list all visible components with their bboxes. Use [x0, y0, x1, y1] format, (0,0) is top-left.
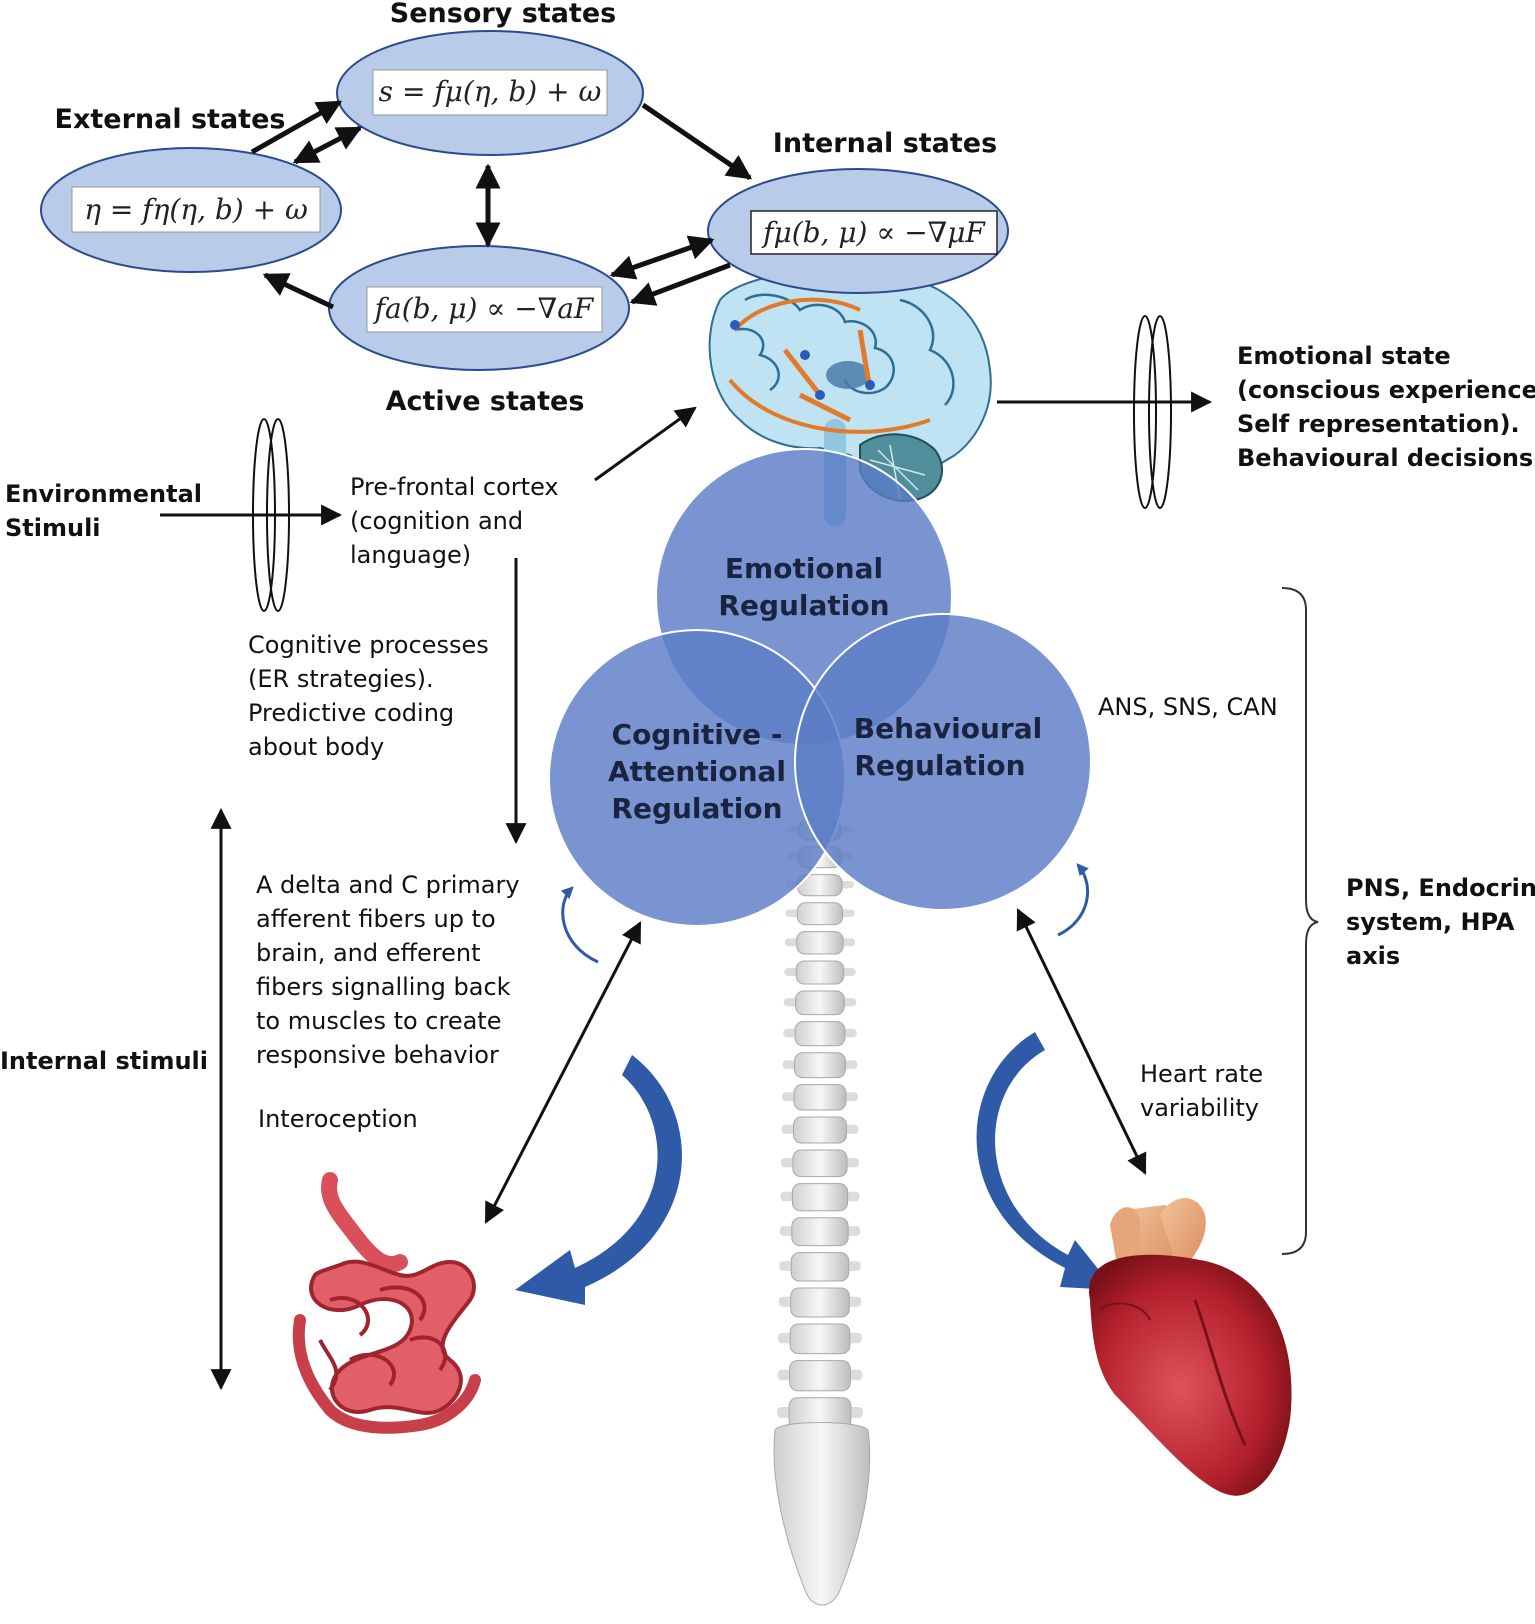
- intestine-illustration: [292, 1172, 481, 1434]
- svg-text:Regulation: Regulation: [611, 792, 782, 825]
- svg-text:Environmental: Environmental: [5, 480, 202, 508]
- cognitive-processes-label: Cognitive processes (ER strategies). Pre…: [248, 631, 489, 761]
- behavioural-regulation-circle: [794, 613, 1092, 911]
- svg-text:Cognitive processes: Cognitive processes: [248, 631, 489, 659]
- sacrum: [773, 1422, 871, 1606]
- interoception-label: Interoception: [258, 1105, 418, 1133]
- heart-rate-variability-label: Heart rate variability: [1140, 1060, 1263, 1122]
- active-formula: fa(b, μ) ∝ −∇aF: [373, 292, 595, 325]
- vertebra: [794, 1052, 846, 1079]
- svg-text:Cognitive -: Cognitive -: [612, 718, 783, 751]
- prefrontal-to-brain-arrow: [594, 406, 697, 482]
- cognitive-regulation-label: Cognitive - Attentional Regulation: [608, 718, 786, 825]
- svg-text:fibers signalling back: fibers signalling back: [256, 973, 511, 1001]
- svg-text:Stimuli: Stimuli: [5, 514, 101, 542]
- heart-brain-double-arrow: [1016, 908, 1147, 1175]
- svg-text:A delta and C primary: A delta and C primary: [256, 871, 520, 899]
- vertebra: [789, 1360, 851, 1392]
- vertebra: [796, 902, 844, 926]
- vertebra: [791, 1217, 849, 1247]
- left-filter-symbol: [252, 418, 290, 612]
- svg-text:(ER strategies).: (ER strategies).: [248, 665, 434, 693]
- sensory-to-internal-arrow: [641, 102, 753, 181]
- afferent-fibers-label: A delta and C primary afferent fibers up…: [256, 871, 520, 1069]
- svg-text:(cognition and: (cognition and: [350, 507, 523, 535]
- sensory-states-node: s = fμ(η, b) + ω: [336, 30, 644, 156]
- svg-text:Emotional state: Emotional state: [1237, 342, 1451, 370]
- svg-text:responsive behavior: responsive behavior: [256, 1041, 499, 1069]
- heart-illustration: [1089, 1198, 1292, 1496]
- sensory-external-double-arrow: [292, 125, 363, 165]
- vertebra: [790, 1287, 850, 1318]
- systems-brace: [1281, 587, 1319, 1255]
- svg-text:about body: about body: [248, 733, 384, 761]
- spine-illustration: [773, 819, 871, 1606]
- emotional-state-label: Emotional state (conscious experience Se…: [1237, 342, 1535, 472]
- behavioural-regulation-label: Behavioural Regulation: [854, 712, 1042, 782]
- svg-text:system, HPA: system, HPA: [1346, 908, 1515, 936]
- svg-text:brain, and efferent: brain, and efferent: [256, 939, 481, 967]
- left-feedback-curve-icon: [560, 886, 599, 964]
- svg-text:Predictive coding: Predictive coding: [248, 699, 454, 727]
- svg-text:language): language): [350, 541, 471, 569]
- prefrontal-cortex-label: Pre-frontal cortex (cognition and langua…: [350, 473, 559, 569]
- svg-text:Emotional: Emotional: [725, 552, 883, 585]
- vertebra: [790, 1252, 850, 1282]
- svg-text:Pre-frontal cortex: Pre-frontal cortex: [350, 473, 559, 501]
- regulation-venn: [548, 448, 1092, 927]
- vertebra: [789, 1323, 851, 1355]
- vertebra: [796, 931, 844, 955]
- left-curved-arrow-icon: [515, 1055, 682, 1305]
- svg-text:(conscious experience: (conscious experience: [1237, 376, 1535, 404]
- vertebra: [792, 1149, 848, 1178]
- vertebra: [793, 1116, 847, 1144]
- vertebra: [793, 1084, 847, 1111]
- svg-text:Behavioural decisions: Behavioural decisions: [1237, 444, 1533, 472]
- ans-sns-can-label: ANS, SNS, CAN: [1098, 693, 1278, 721]
- active-states-title: Active states: [386, 386, 585, 417]
- svg-text:afferent fibers up to: afferent fibers up to: [256, 905, 496, 933]
- gut-brain-double-arrow: [484, 921, 642, 1224]
- external-formula: η = fη(η, b) + ω: [84, 193, 308, 226]
- internal-stimuli-label: Internal stimuli: [0, 1047, 208, 1075]
- svg-text:axis: axis: [1346, 942, 1400, 970]
- internal-active-double-arrow: [609, 235, 715, 280]
- external-states-title: External states: [55, 104, 286, 135]
- internal-states-title: Internal states: [773, 128, 997, 159]
- svg-text:PNS, Endocrine: PNS, Endocrine: [1346, 874, 1535, 902]
- svg-text:Attentional: Attentional: [608, 755, 786, 788]
- right-feedback-curve-icon: [1057, 863, 1090, 937]
- svg-text:Regulation: Regulation: [718, 589, 889, 622]
- internal-to-active-arrow: [629, 262, 731, 306]
- vertebra: [795, 990, 845, 1016]
- vertebra: [795, 960, 845, 985]
- right-filter-symbol: [1133, 315, 1172, 509]
- sensory-formula: s = fμ(η, b) + ω: [379, 75, 602, 108]
- environmental-stimuli-label: Environmental Stimuli: [5, 480, 202, 542]
- active-states-node: fa(b, μ) ∝ −∇aF: [328, 245, 630, 371]
- internal-formula: fμ(b, μ) ∝ −∇μF: [761, 216, 986, 249]
- svg-text:Self representation).: Self representation).: [1237, 410, 1520, 438]
- external-states-node: η = fη(η, b) + ω: [40, 147, 342, 273]
- sensory-states-title: Sensory states: [390, 0, 616, 29]
- right-curved-arrow-icon: [976, 1032, 1115, 1290]
- svg-text:Heart rate: Heart rate: [1140, 1060, 1263, 1088]
- svg-text:variability: variability: [1140, 1094, 1259, 1122]
- pns-endocrine-label: PNS, Endocrine system, HPA axis: [1346, 874, 1535, 970]
- active-to-external-arrow: [262, 272, 335, 310]
- state-arrows: [250, 99, 753, 310]
- svg-text:to muscles to create: to muscles to create: [256, 1007, 501, 1035]
- emotional-regulation-label: Emotional Regulation: [718, 552, 889, 622]
- svg-text:Regulation: Regulation: [854, 749, 1025, 782]
- vertebra: [794, 1021, 846, 1047]
- vertebra: [791, 1183, 849, 1212]
- internal-states-node: fμ(b, μ) ∝ −∇μF: [707, 168, 1009, 294]
- svg-text:Behavioural: Behavioural: [854, 712, 1042, 745]
